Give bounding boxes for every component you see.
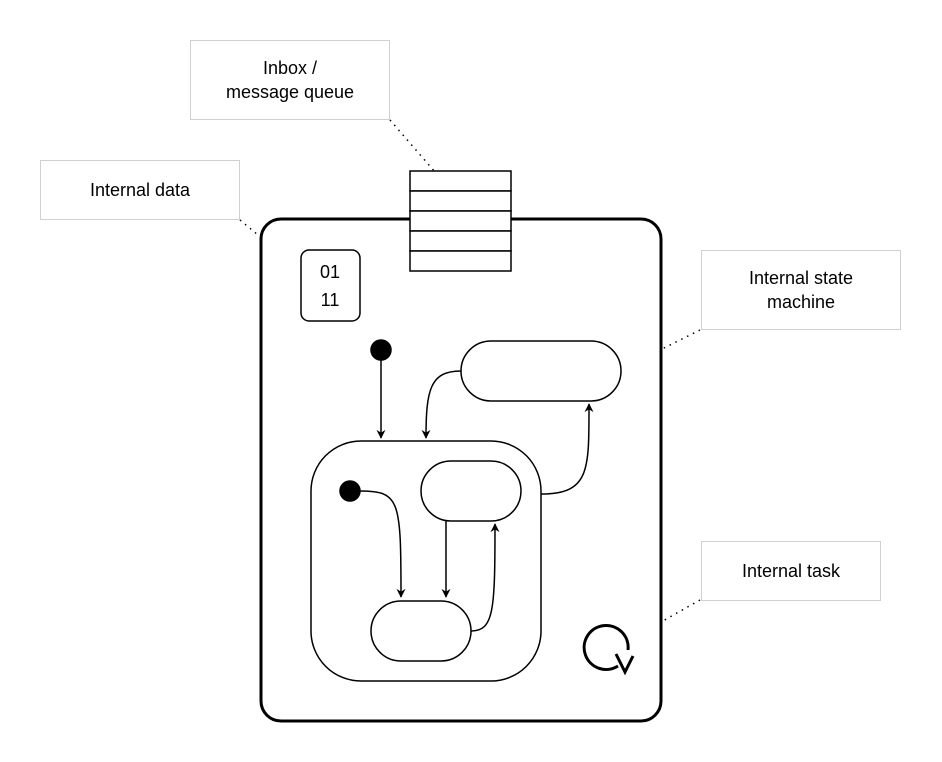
callout-inbox-line-1: Inbox / <box>262 57 318 78</box>
transition-top-right-to-composite <box>421 370 462 439</box>
transition-composite-to-top-right <box>540 403 594 495</box>
inner-initial-state-dot <box>339 480 361 502</box>
queue-slot <box>409 190 512 212</box>
inbox-queue <box>409 170 512 272</box>
leader-inbox <box>389 119 436 173</box>
callout-internal-data: Internal data <box>40 160 240 220</box>
internal-data-box: 01 11 <box>300 249 361 322</box>
data-box-line-1: 01 <box>320 262 340 282</box>
initial-state-dot <box>370 339 392 361</box>
queue-slot <box>409 250 512 272</box>
transition-inner-bottom-to-top <box>470 523 500 632</box>
inner-state-bottom <box>370 600 472 662</box>
queue-slot <box>409 170 512 192</box>
transitions <box>359 360 594 632</box>
state-machine <box>310 339 622 682</box>
callout-task: Internal task <box>701 541 881 601</box>
callout-task-label: Internal task <box>741 560 841 581</box>
callout-state-machine-line-2: machine <box>766 292 836 312</box>
inner-state-top <box>420 460 522 522</box>
queue-slot <box>409 230 512 252</box>
top-right-state <box>460 340 622 402</box>
callout-internal-data-label: Internal data <box>89 179 191 200</box>
transition-inner-initial-to-bottom <box>359 490 406 598</box>
data-box-line-2: 11 <box>321 290 340 310</box>
callout-inbox-line-2: message queue <box>225 82 355 102</box>
callout-inbox: Inbox / message queue <box>190 40 390 120</box>
callout-state-machine-line-1: Internal state <box>748 267 854 288</box>
callout-state-machine: Internal state machine <box>701 250 901 330</box>
queue-slot <box>409 210 512 232</box>
loop-icon <box>582 624 635 676</box>
